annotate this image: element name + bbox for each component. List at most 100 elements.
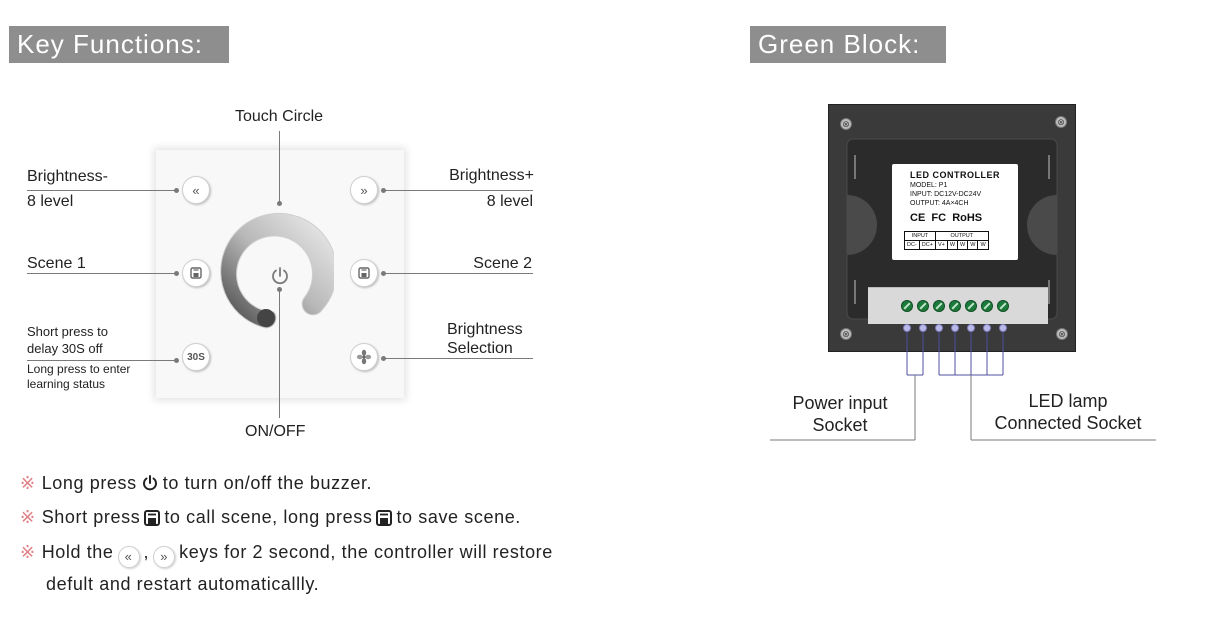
terminal-pin [999,324,1007,332]
table-cell: W [946,240,959,250]
terminal-block [868,287,1048,324]
brightness-plus-dot [381,188,386,193]
table-cell: W [967,240,979,250]
note-mark: ※ [20,542,36,562]
key-functions-title: Key Functions: [9,26,229,63]
brightness-selection-dot [381,356,386,361]
table-cell: W [977,240,989,250]
scene-1-label: Scene 1 [27,255,86,272]
screw-icon: ⊗ [1056,328,1068,340]
fcc-mark: FC [931,212,947,224]
terminal-screw-icon [933,300,945,312]
power-input-callout: Power input Socket [780,392,900,436]
rohs-mark: RoHS [952,212,983,224]
scene-1-button[interactable] [182,259,210,287]
brightness-minus-icon: « [117,546,140,568]
touch-circle-label: Touch Circle [235,108,324,125]
note-text: Short press [41,507,141,527]
product-label-input: INPUT: DC12V-DC24V [910,191,982,198]
brightness-plus-icon: » [153,546,176,568]
product-label-title: LED CONTROLLER [910,170,1000,180]
brightness-selection-button[interactable] [350,343,378,371]
note-restore-continued: defult and restart automaticallly. [46,572,319,596]
note-text: to call scene, long press [164,507,373,527]
power-icon[interactable] [269,265,291,287]
on-off-leader [279,290,280,418]
wiring-lines [770,332,1156,441]
short-press-line-2: delay 30S off [27,341,103,356]
table-cell: DC+ [918,240,936,250]
brightness-minus-leader [27,190,177,191]
note-mark: ※ [20,473,36,493]
product-label-model: MODEL: P1 [910,182,948,189]
table-cell: DC- [904,240,920,250]
brightness-minus-icon: « [192,182,200,198]
brightness-minus-level: 8 level [27,193,74,210]
terminal-pin [935,324,943,332]
short-press-line-1: Short press to [27,324,108,339]
product-label-output: OUTPUT: 4A×4CH [910,200,969,207]
note-text: keys for 2 second, the controller will r… [179,542,553,562]
terminal-pin [951,324,959,332]
table-cell: V+ [934,240,948,250]
wiring-table: INPUT OUTPUT DC- DC+ V+ W W W W [904,231,989,250]
on-off-leader-dot [277,287,282,292]
scene-1-dot [174,271,179,276]
led-lamp-label-1: LED lamp [1028,391,1108,411]
brightness-plus-icon: » [360,182,368,198]
scene-2-button[interactable] [350,259,378,287]
power-input-label-1: Power input [792,393,888,413]
brightness-plus-leader [383,190,533,191]
terminal-screw-icon [949,300,961,312]
led-lamp-callout: LED lamp Connected Socket [978,390,1158,434]
note-text: Long press [41,473,137,493]
brightness-minus-label: Brightness- [27,168,108,185]
terminal-pin [919,324,927,332]
scene-1-leader [27,273,177,274]
brightness-selection-label-2: Selection [447,340,513,357]
terminal-screw-icon [981,300,993,312]
brightness-minus-button[interactable]: « [182,176,210,204]
brightness-plus-level: 8 level [486,193,533,210]
note-text: Hold the [41,542,114,562]
brightness-selection-label-1: Brightness [447,321,523,338]
green-block-title: Green Block: [750,26,946,63]
screw-icon: ⊗ [840,118,852,130]
power-icon [142,475,157,491]
brightness-minus-dot [174,188,179,193]
ce-mark: CE [910,212,926,224]
product-label: LED CONTROLLER MODEL: P1 INPUT: DC12V-DC… [892,164,1018,260]
touch-circle-leader-dot [277,201,282,206]
save-icon [144,510,161,526]
on-off-label: ON/OFF [245,423,306,440]
table-header-output: OUTPUT [934,231,989,241]
terminal-screw-icon [965,300,977,312]
note-mark: ※ [20,507,36,527]
note-text: defult and restart automaticallly. [46,574,320,594]
scene-2-label: Scene 2 [473,255,532,272]
note-restore: ※Hold the«,»keys for 2 second, the contr… [20,540,553,568]
long-press-line-2: learning status [27,377,106,391]
touch-panel: « » 30S [156,150,404,398]
note-text: , [143,542,150,562]
note-text: to save scene. [396,507,521,527]
scene-2-leader [383,273,533,274]
touch-circle-leader [279,131,280,203]
timer-leader [27,360,177,361]
save-icon [190,267,202,279]
long-press-line-1: Long press to enter [27,362,131,376]
note-scene: ※Short press to call scene, long press to … [20,505,521,529]
table-cell: W [957,240,969,250]
fan-icon [356,349,372,365]
led-lamp-label-2: Connected Socket [994,413,1142,433]
save-icon [376,510,393,526]
screw-icon: ⊗ [1055,116,1067,128]
terminal-screw-icon [997,300,1009,312]
save-icon [358,267,370,279]
brightness-plus-label: Brightness+ [449,167,534,184]
screw-icon: ⊗ [840,328,852,340]
timer-button[interactable]: 30S [182,343,210,371]
touch-circle-icon [220,212,334,329]
brightness-plus-button[interactable]: » [350,176,378,204]
